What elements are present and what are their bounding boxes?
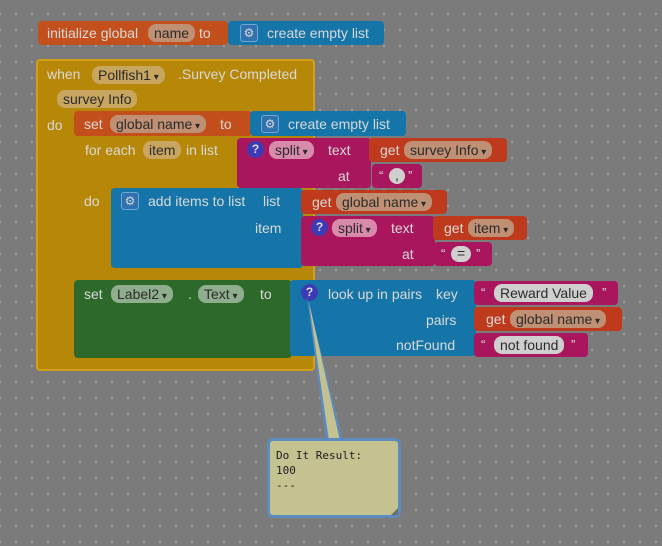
split-text-block[interactable]: ? split text at — [301, 216, 435, 266]
help-question-icon[interactable]: ? — [311, 219, 328, 236]
event-param-survey-info[interactable]: survey Info — [57, 90, 138, 108]
get-var-dropdown[interactable]: item — [468, 219, 515, 237]
set-var-dropdown[interactable]: global name — [110, 115, 207, 133]
do-label: do — [84, 193, 100, 209]
get-item-block[interactable]: get item — [433, 216, 527, 240]
do-label: do — [47, 117, 63, 133]
close-quote-icon: ” — [571, 337, 576, 352]
key-text-literal-block[interactable]: “ Reward Value ” — [474, 281, 618, 305]
close-quote-icon: ” — [408, 168, 413, 183]
result-value: 100 — [276, 464, 296, 477]
item-label: item — [255, 220, 282, 236]
notfound-text-literal-block[interactable]: “ not found ” — [474, 333, 588, 357]
create-empty-list-block[interactable]: ⚙ create empty list — [228, 21, 384, 45]
set-global-name-block[interactable]: set global name to — [74, 111, 252, 136]
get-label: get — [486, 311, 506, 327]
get-var-dropdown[interactable]: global name — [510, 310, 607, 328]
at-label: at — [402, 246, 414, 262]
key-label: key — [436, 286, 458, 302]
split-text-block[interactable]: ? split text at — [237, 138, 371, 188]
initialize-global-block[interactable]: initialize global name to — [38, 21, 228, 45]
loop-var-item-field[interactable]: item — [143, 141, 182, 159]
create-empty-list-label: create empty list — [288, 116, 390, 132]
in-list-label: in list — [186, 142, 218, 158]
pairs-label: pairs — [426, 312, 457, 328]
when-label: when — [47, 66, 81, 82]
component-dropdown[interactable]: Label2 — [111, 285, 173, 303]
help-question-icon[interactable]: ? — [247, 141, 264, 158]
separator-text-field[interactable]: , — [389, 168, 405, 184]
get-var-dropdown[interactable]: global name — [336, 193, 433, 211]
split-mode-dropdown[interactable]: split — [332, 219, 377, 237]
help-question-icon[interactable]: ? — [301, 284, 318, 301]
add-items-to-list-block[interactable]: ⚙ add items to list list item — [111, 188, 303, 268]
get-label: get — [380, 142, 400, 158]
add-items-label: add items to list — [148, 193, 246, 209]
event-name-label: .Survey Completed — [178, 66, 298, 82]
resize-handle-icon[interactable] — [391, 508, 398, 515]
get-label: get — [444, 220, 464, 236]
close-quote-icon: ” — [476, 246, 481, 261]
separator-text-field[interactable]: = — [451, 246, 472, 262]
result-separator: --- — [276, 479, 296, 492]
property-dropdown[interactable]: Text — [198, 285, 244, 303]
set-label: set — [84, 286, 103, 302]
for-each-label: for each — [85, 142, 136, 158]
create-empty-list-block[interactable]: ⚙ create empty list — [250, 111, 406, 136]
open-quote-icon: “ — [441, 246, 446, 261]
result-title: Do It Result: — [276, 449, 363, 462]
at-label: at — [338, 168, 350, 184]
open-quote-icon: “ — [481, 285, 486, 300]
notfound-text-field[interactable]: not found — [494, 336, 565, 354]
text-label: text — [328, 142, 351, 158]
to-label: to — [260, 286, 272, 302]
mutator-gear-icon[interactable]: ⚙ — [121, 192, 139, 210]
split-mode-dropdown[interactable]: split — [269, 141, 314, 159]
initialize-global-label: initialize global — [47, 25, 139, 41]
open-quote-icon: “ — [481, 337, 486, 352]
get-survey-info-block[interactable]: get survey Info — [369, 138, 507, 162]
component-dropdown[interactable]: Pollfish1 — [92, 66, 165, 84]
lookup-label: look up in pairs — [328, 286, 423, 302]
get-global-name-block[interactable]: get global name — [474, 307, 622, 331]
text-literal-block[interactable]: “ = ” — [434, 242, 492, 266]
text-label: text — [391, 220, 414, 236]
text-literal-block[interactable]: “ , ” — [372, 164, 422, 188]
do-it-result-bubble[interactable]: Do It Result: 100 --- — [267, 438, 401, 518]
mutator-gear-icon[interactable]: ⚙ — [261, 115, 279, 133]
create-empty-list-label: create empty list — [267, 25, 369, 41]
to-label: to — [199, 25, 211, 41]
open-quote-icon: “ — [379, 168, 384, 183]
lookup-in-pairs-block[interactable]: ? look up in pairs key pairs notFound — [290, 280, 476, 356]
get-global-name-block[interactable]: get global name — [301, 190, 447, 214]
global-var-name-field[interactable]: name — [148, 24, 196, 42]
get-label: get — [312, 194, 332, 210]
to-label: to — [220, 116, 232, 132]
notfound-label: notFound — [396, 337, 456, 353]
key-text-field[interactable]: Reward Value — [494, 284, 593, 302]
set-label2-text-block[interactable]: set Label2 . Text to — [74, 280, 292, 358]
close-quote-icon: ” — [602, 285, 607, 300]
mutator-gear-icon[interactable]: ⚙ — [240, 24, 258, 42]
list-label: list — [263, 193, 281, 209]
dot-label: . — [188, 286, 192, 302]
get-var-dropdown[interactable]: survey Info — [404, 141, 493, 159]
set-label: set — [84, 116, 103, 132]
